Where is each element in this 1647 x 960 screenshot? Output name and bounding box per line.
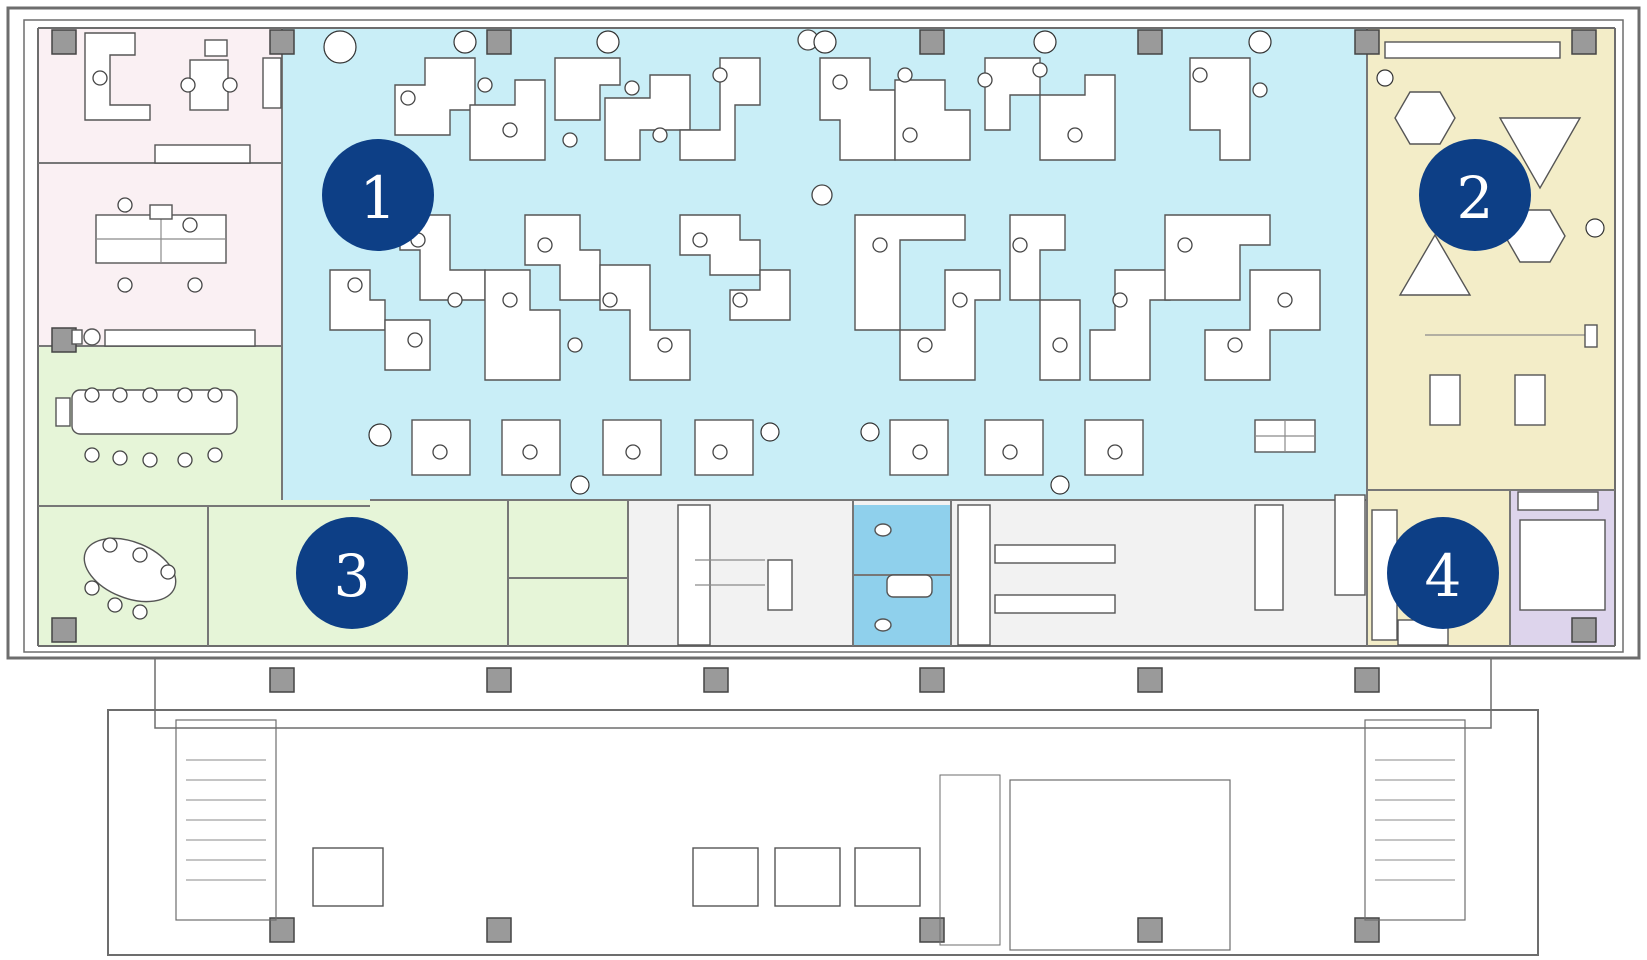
zone-marker-3-circle bbox=[296, 517, 408, 629]
zone-marker-3-label: 3 bbox=[334, 542, 371, 610]
exterior-walls bbox=[6, 6, 1641, 660]
zone-marker-4: 4 bbox=[1387, 517, 1499, 629]
zone-meeting-3 bbox=[208, 500, 628, 646]
zone-marker-3: 3 bbox=[296, 517, 408, 629]
stairs-right bbox=[1375, 759, 1455, 881]
building-core bbox=[107, 657, 1539, 956]
zone-marker-1-circle bbox=[322, 139, 434, 251]
stairs-left bbox=[186, 759, 266, 881]
zone-marker-1: 1 bbox=[322, 139, 434, 251]
workstations-row-2 bbox=[329, 214, 1321, 381]
service-furniture bbox=[677, 494, 1366, 646]
conference-table bbox=[55, 389, 238, 603]
zone-markers: 1 2 3 4 bbox=[296, 139, 1531, 629]
chairs bbox=[84, 29, 1293, 620]
zone-marker-4-label: 4 bbox=[1425, 542, 1462, 610]
partitions bbox=[38, 28, 1615, 646]
lounge-furniture bbox=[1371, 491, 1606, 646]
zone-private-offices bbox=[38, 28, 282, 346]
collaboration-furniture bbox=[1384, 41, 1598, 426]
zone-marker-2-label: 2 bbox=[1457, 164, 1494, 232]
plants bbox=[323, 30, 1605, 495]
zone-marker-2-circle bbox=[1419, 139, 1531, 251]
zone-service bbox=[628, 500, 1367, 646]
zone-marker-1-label: 1 bbox=[360, 164, 397, 232]
private-office-furniture bbox=[71, 32, 282, 347]
zone-marker-2: 2 bbox=[1419, 139, 1531, 251]
workstations-row-1 bbox=[394, 57, 1251, 161]
zone-marker-4-circle bbox=[1387, 517, 1499, 629]
columns bbox=[51, 29, 1597, 943]
